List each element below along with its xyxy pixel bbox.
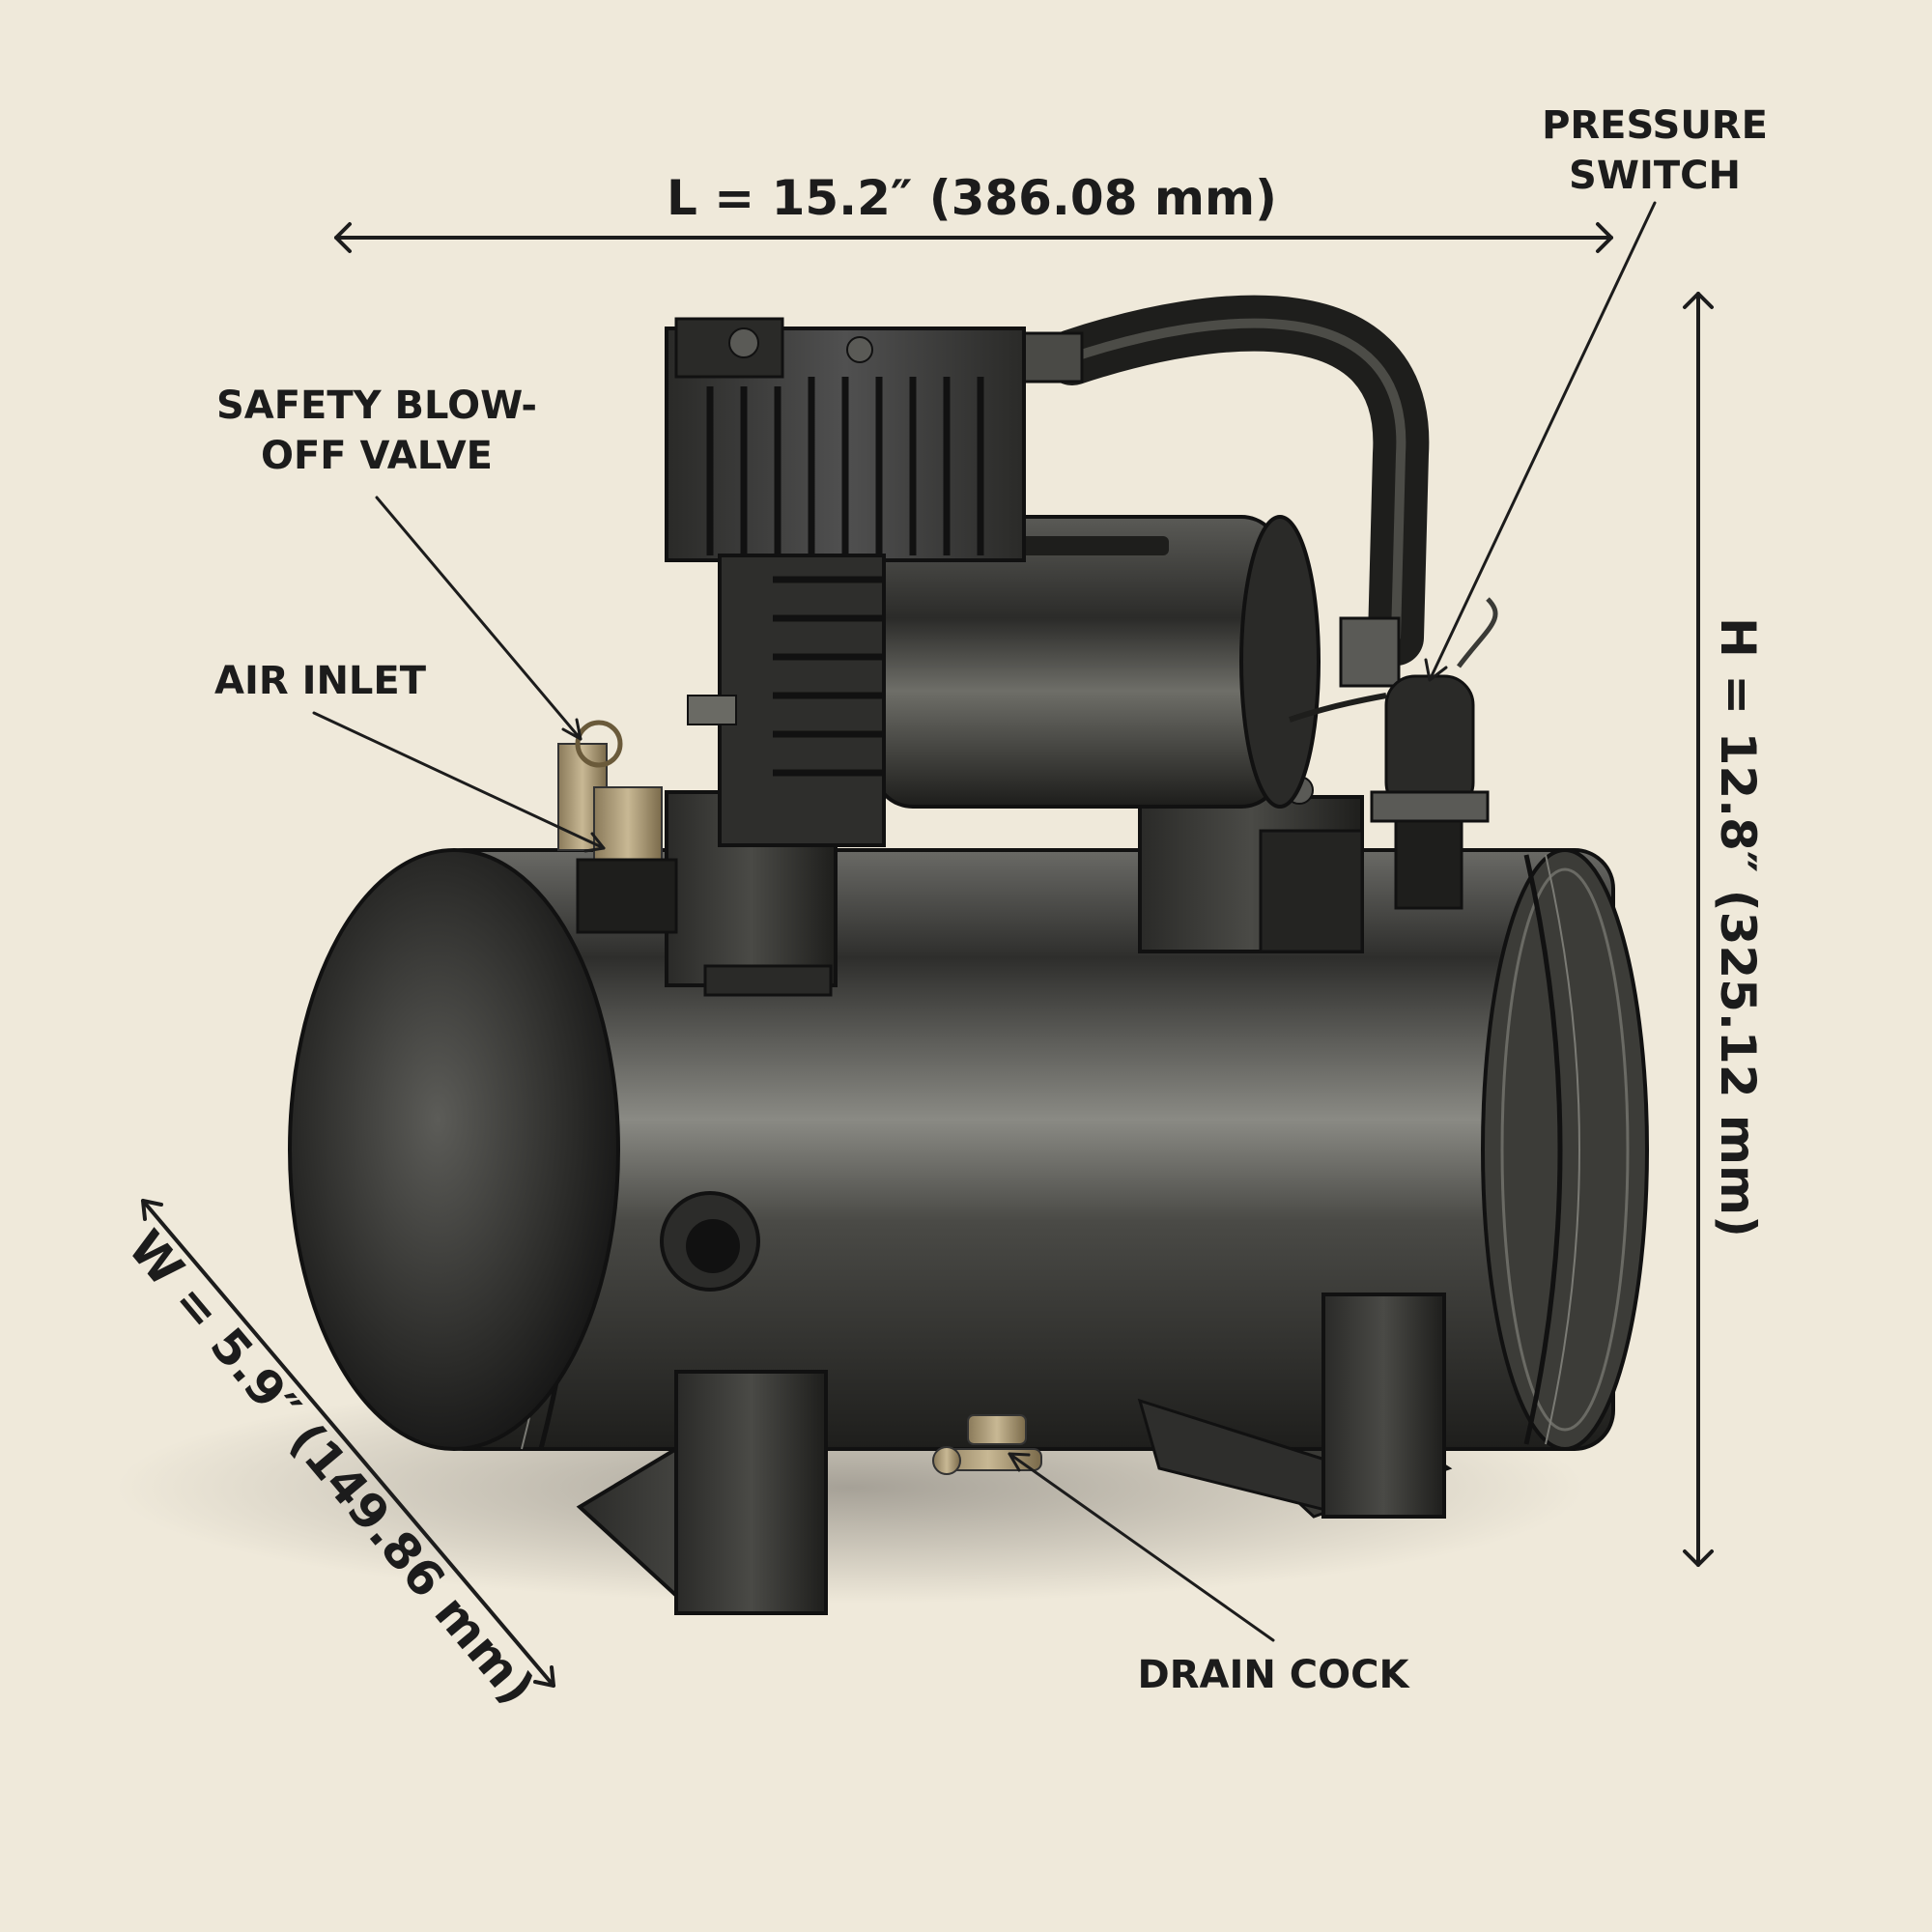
compressor-head <box>665 317 1026 847</box>
safety-valve-label-line1: SAFETY BLOW- <box>216 384 537 428</box>
motor <box>872 515 1321 809</box>
safety-valve-callout: SAFETY BLOW- OFF VALVE <box>216 384 582 741</box>
air-hose <box>1022 295 1430 688</box>
safety-valve-label-line2: OFF VALVE <box>261 434 493 478</box>
front-foot-right <box>1137 1293 1446 1519</box>
drain-cock-callout: DRAIN COCK <box>1008 1452 1411 1697</box>
compressor-illustration <box>116 295 1649 1615</box>
air-inlet-fitting <box>576 786 678 934</box>
pressure-switch-label-line1: PRESSURE <box>1542 103 1768 148</box>
pressure-switch-label-line2: SWITCH <box>1569 154 1741 198</box>
drain-cock-label: DRAIN COCK <box>1138 1653 1411 1697</box>
length-dimension: L = 15.2″ (386.08 mm) <box>334 170 1613 253</box>
pressure-switch-callout: PRESSURE SWITCH <box>1424 103 1768 682</box>
front-foot-left <box>576 1370 828 1615</box>
air-inlet-callout: AIR INLET <box>214 659 606 853</box>
height-dimension: H = 12.8″ (325.12 mm) <box>1683 292 1766 1567</box>
air-inlet-label: AIR INLET <box>214 659 427 703</box>
air-tank <box>288 848 1649 1451</box>
height-label: H = 12.8″ (325.12 mm) <box>1710 617 1766 1237</box>
pressure-switch-fitting <box>1289 597 1498 910</box>
length-label: L = 15.2″ (386.08 mm) <box>667 170 1277 226</box>
